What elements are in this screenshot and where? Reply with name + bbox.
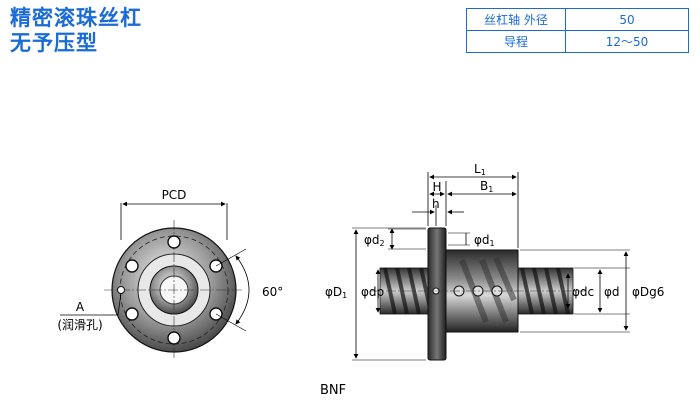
d2-label: φd2 [364, 233, 385, 248]
angle-label: 60° [262, 285, 283, 299]
d1-sub: 1 [490, 239, 495, 248]
D1-sub: 1 [342, 291, 347, 300]
spec-table: 丝杠轴 外径 50 导程 12～50 [466, 8, 689, 53]
spec-label-lead: 导程 [466, 30, 566, 53]
hole-label: A [76, 300, 85, 314]
D1-text: φD [325, 285, 342, 299]
pcd-label: PCD [162, 188, 187, 202]
d-label: φd [604, 285, 620, 299]
front-view: PCD 60° A (润滑孔) [57, 188, 283, 360]
Dg6-label: φDg6 [632, 285, 664, 299]
d1-text: φd [474, 233, 490, 247]
hole-leader [117, 292, 122, 316]
B1-label: B1 [480, 179, 493, 194]
dc-label: φdc [572, 285, 594, 299]
d2-text: φd [364, 233, 380, 247]
title-line1: 精密滚珠丝杠 [10, 6, 142, 30]
bolt-hole [125, 307, 139, 321]
spec-label-shaft-diameter: 丝杠轴 外径 [466, 8, 566, 31]
bolt-hole [167, 235, 181, 249]
L1-sub: 1 [481, 168, 486, 177]
L1-text: L [474, 162, 481, 176]
side-view: L1 H B1 h φd2 φd1 φD1 φdp φdc [325, 162, 664, 361]
h-label: h [432, 197, 440, 211]
d2-sub: 2 [380, 239, 385, 248]
B1-text: B [480, 179, 488, 193]
angle-ref-bottom [215, 313, 247, 332]
caption: BNF [320, 383, 347, 398]
spec-row: 导程 12～50 [466, 30, 689, 53]
lube-hole [117, 286, 125, 294]
D1-label: φD1 [325, 285, 347, 300]
title-line2: 无予压型 [10, 31, 98, 55]
B1-sub: 1 [488, 185, 493, 194]
L1-label: L1 [474, 162, 486, 177]
bolt-hole [125, 259, 139, 273]
bolt-hole [167, 331, 181, 345]
d1-label: φd1 [474, 233, 495, 248]
dp-label: φdp [361, 285, 384, 299]
spec-value-lead: 12～50 [565, 30, 689, 53]
angle-ref-top [215, 248, 247, 267]
H-label: H [432, 180, 441, 194]
spec-row: 丝杠轴 外径 50 [466, 8, 689, 31]
angle-arc [235, 255, 250, 325]
hole-note: (润滑孔) [57, 318, 102, 332]
